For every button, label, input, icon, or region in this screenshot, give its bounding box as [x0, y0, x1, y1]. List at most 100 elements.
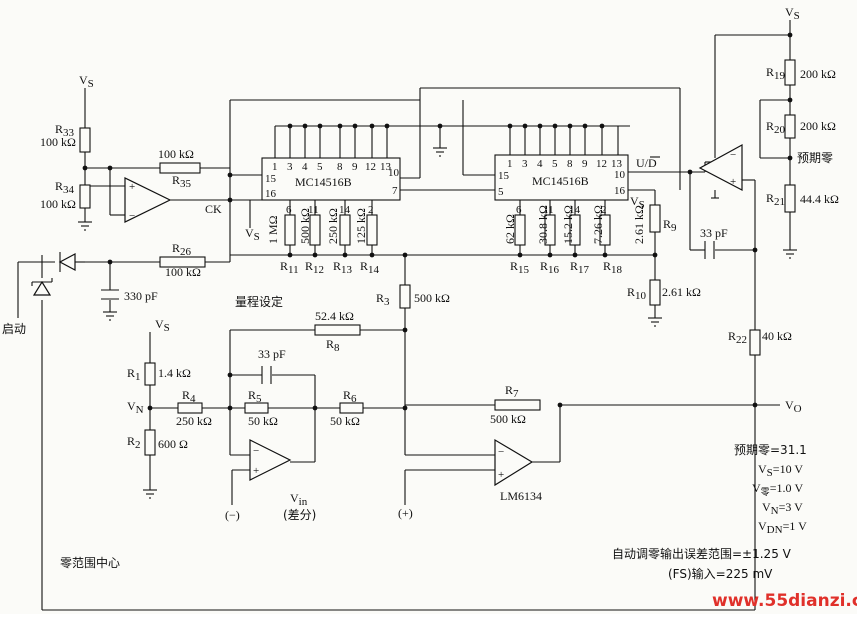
- resistor-labels: R33 100 kΩ R34 100 kΩ 100 kΩ R35 R26 100…: [40, 65, 839, 451]
- svg-text:1: 1: [272, 161, 278, 173]
- ground-icon: [648, 317, 662, 327]
- svg-text:R1: R1: [127, 366, 141, 383]
- svg-text:100 kΩ: 100 kΩ: [165, 265, 201, 279]
- svg-text:125 kΩ: 125 kΩ: [354, 208, 368, 244]
- svg-text:(FS)输入=225 mV: (FS)输入=225 mV: [668, 566, 773, 581]
- svg-text:R10: R10: [627, 285, 647, 302]
- svg-text:VO: VO: [785, 398, 802, 415]
- svg-text:+: +: [730, 176, 736, 188]
- svg-text:1 MΩ: 1 MΩ: [266, 215, 280, 244]
- svg-text:R9: R9: [663, 217, 677, 234]
- svg-text:+: +: [253, 465, 259, 477]
- diodes: [31, 252, 85, 296]
- diode-icon: [58, 252, 85, 272]
- capacitors: [101, 241, 715, 384]
- ground-icon: [103, 311, 117, 321]
- svg-text:9: 9: [352, 161, 358, 173]
- svg-text:启动: 启动: [2, 322, 26, 336]
- svg-text:2: 2: [601, 204, 607, 216]
- svg-text:−: −: [730, 149, 736, 161]
- svg-text:VN: VN: [127, 399, 144, 416]
- svg-text:R7: R7: [505, 383, 519, 400]
- svg-text:7.26 kΩ: 7.26 kΩ: [591, 205, 605, 244]
- svg-text:3: 3: [522, 158, 528, 170]
- svg-text:R11: R11: [280, 259, 299, 276]
- resistor-bodies: [79, 59, 796, 456]
- svg-text:V零=1.0 V: V零=1.0 V: [752, 481, 803, 498]
- svg-text:12: 12: [596, 158, 607, 170]
- svg-text:+: +: [498, 469, 504, 481]
- comparator-right-opamp: − +: [698, 143, 743, 191]
- svg-text:50 kΩ: 50 kΩ: [248, 414, 278, 428]
- svg-text:R26: R26: [172, 241, 192, 258]
- svg-text:VS: VS: [245, 226, 260, 243]
- svg-text:量程设定: 量程设定: [235, 294, 283, 309]
- svg-text:10: 10: [614, 169, 626, 181]
- svg-text:12: 12: [365, 161, 376, 173]
- ground-icon: [783, 249, 797, 259]
- svg-text:100 kΩ: 100 kΩ: [40, 197, 76, 211]
- ground-icon: [433, 147, 447, 157]
- svg-text:200 kΩ: 200 kΩ: [800, 67, 836, 81]
- svg-text:LM6134: LM6134: [500, 489, 542, 503]
- svg-text:R18: R18: [603, 259, 623, 276]
- svg-text:3: 3: [287, 161, 293, 173]
- svg-text:R8: R8: [326, 337, 340, 354]
- svg-text:VS: VS: [155, 317, 170, 334]
- svg-text:零范围中心: 零范围中心: [60, 555, 120, 570]
- svg-text:R4: R4: [182, 388, 196, 405]
- svg-text:VS: VS: [785, 5, 800, 22]
- ground-icon: [143, 489, 157, 499]
- svg-text:R14: R14: [360, 259, 380, 276]
- svg-text:R3: R3: [376, 291, 390, 308]
- ground-icon: [78, 221, 92, 231]
- svg-text:1: 1: [507, 158, 513, 170]
- svg-text:1.4 kΩ: 1.4 kΩ: [158, 366, 191, 380]
- svg-text:−: −: [498, 446, 504, 458]
- svg-text:9: 9: [582, 158, 588, 170]
- svg-text:4: 4: [302, 161, 308, 173]
- svg-text:VS: VS: [79, 73, 94, 90]
- svg-text:500 kΩ: 500 kΩ: [298, 208, 312, 244]
- svg-text:500 kΩ: 500 kΩ: [414, 291, 450, 305]
- svg-text:预期零=31.1: 预期零=31.1: [734, 443, 807, 457]
- svg-text:250 kΩ: 250 kΩ: [326, 208, 340, 244]
- svg-text:5: 5: [552, 158, 558, 170]
- svg-text:2: 2: [368, 204, 374, 216]
- svg-text:33 pF: 33 pF: [700, 226, 728, 240]
- input-buffer-opamp: − +: [249, 439, 292, 481]
- svg-text:30.8 kΩ: 30.8 kΩ: [536, 205, 550, 244]
- capacitor-labels: 330 pF 33 pF 33 pF: [124, 226, 728, 361]
- svg-text:52.4 kΩ: 52.4 kΩ: [315, 309, 354, 323]
- svg-text:VS=10 V: VS=10 V: [758, 462, 803, 479]
- svg-text:R20: R20: [766, 119, 786, 136]
- svg-text:11: 11: [543, 204, 554, 216]
- svg-text:5: 5: [498, 186, 504, 198]
- svg-text:8: 8: [337, 161, 343, 173]
- svg-text:VDN=1 V: VDN=1 V: [758, 519, 807, 536]
- svg-text:R13: R13: [333, 259, 353, 276]
- counter-chip-u2: MC14516B 1 3 4 5 8 9 12 13 6 11 14 2 15 …: [494, 154, 629, 216]
- svg-text:R17: R17: [570, 259, 590, 276]
- svg-text:11: 11: [308, 204, 319, 216]
- svg-text:200 kΩ: 200 kΩ: [800, 119, 836, 133]
- svg-text:16: 16: [265, 188, 277, 200]
- spec-notes: 预期零=31.1 VS=10 V V零=1.0 V VN=3 V VDN=1 V…: [612, 443, 807, 581]
- svg-text:13: 13: [380, 161, 392, 173]
- zener-diode-icon: [31, 278, 53, 296]
- svg-text:330 pF: 330 pF: [124, 289, 158, 303]
- svg-text:VN=3 V: VN=3 V: [762, 500, 803, 517]
- watermark: www.55dianzi.com: [712, 591, 857, 611]
- svg-text:U/D: U/D: [636, 156, 657, 170]
- svg-text:6: 6: [516, 204, 522, 216]
- svg-text:R22: R22: [728, 329, 747, 346]
- svg-text:R6: R6: [343, 388, 357, 405]
- svg-text:预期零: 预期零: [797, 151, 833, 165]
- svg-text:Vin: Vin: [290, 491, 308, 508]
- svg-text:15.2 kΩ: 15.2 kΩ: [561, 205, 575, 244]
- chip-u2-label: MC14516B: [532, 174, 589, 188]
- op-amps: + − − + − + − +: [124, 143, 743, 487]
- svg-text:7: 7: [392, 185, 398, 197]
